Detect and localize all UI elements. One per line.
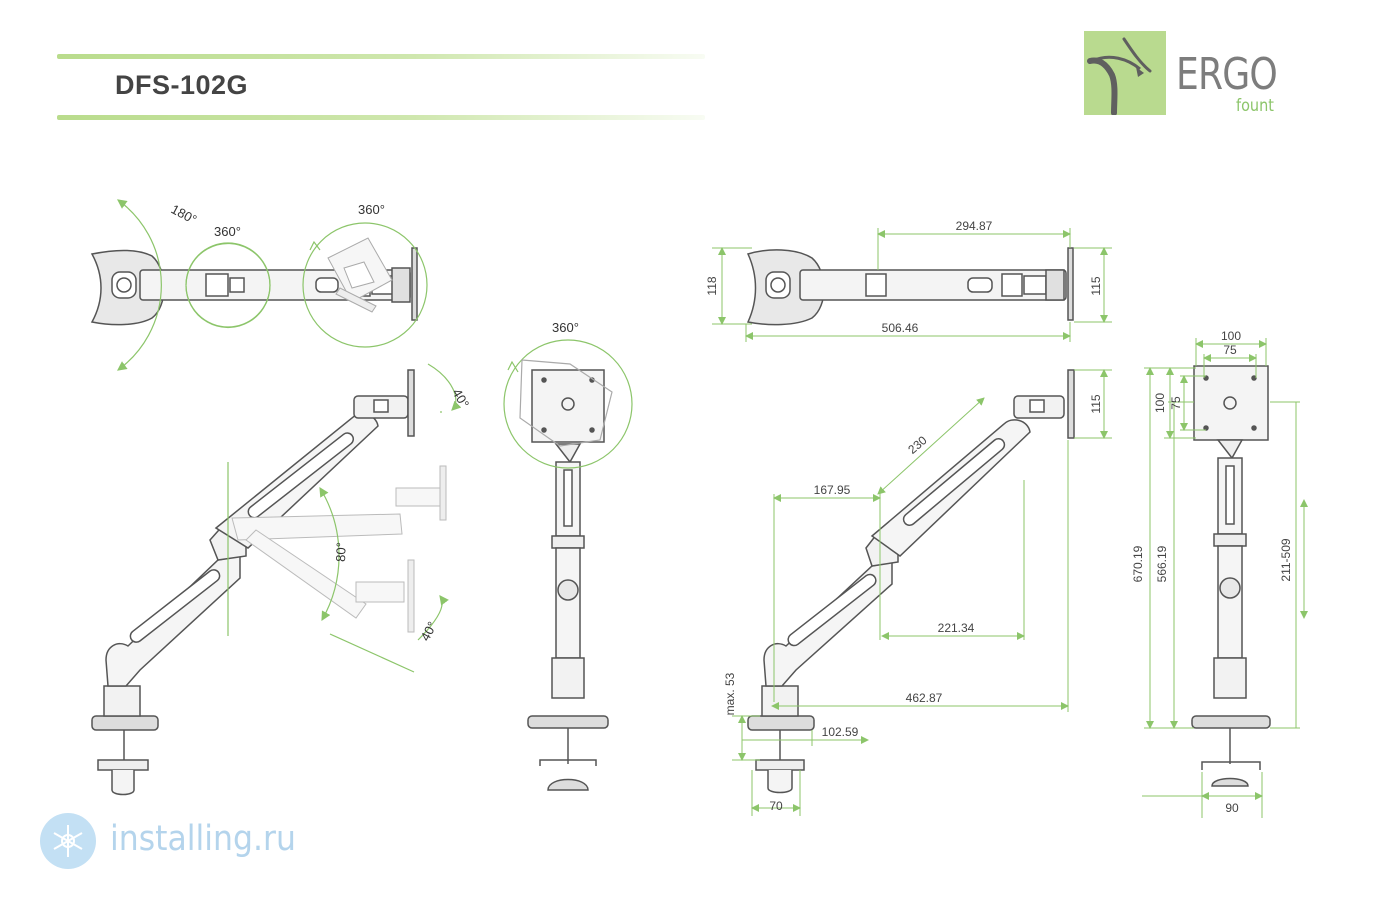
top-view-dimension-lines (712, 228, 1112, 342)
logo-mark (1084, 31, 1166, 116)
dim-height-range: 211-509 (1279, 538, 1293, 581)
dim-vesa-outer: 100 (1221, 329, 1241, 343)
logo-swoosh-icon (1087, 37, 1152, 116)
dim-forearm-reach: 221.34 (938, 621, 975, 635)
dim-forearm-offset: 167.95 (814, 483, 851, 497)
gear-snowflake-icon (40, 813, 96, 869)
dim-base-height: 118 (705, 276, 719, 295)
side-view-dimension-lines (732, 369, 1112, 816)
front-view-dimensioned (1191, 365, 1271, 787)
label-joint-rotation: 360° (214, 224, 241, 239)
dim-arm-segment: 294.87 (956, 219, 993, 233)
dim-clamp-max: max. 53 (723, 672, 737, 715)
dim-vesa-inner: 75 (1223, 343, 1237, 357)
header-rule-bottom (57, 115, 705, 120)
header-rule-top (57, 54, 705, 59)
dim-vesa-outer-v: 100 (1153, 393, 1167, 413)
brand-logo: ERGO fount (1084, 31, 1284, 121)
side-view-dimensioned (747, 369, 1075, 794)
front-view-dimension-lines (1142, 338, 1308, 818)
label-vesa-rotation: 360° (552, 320, 579, 335)
dim-max-reach: 462.87 (906, 691, 943, 705)
watermark: installing.ru (22, 805, 317, 877)
label-head-rotation: 360° (358, 202, 385, 217)
watermark-text: installing.ru (110, 819, 296, 859)
dim-max-height: 670.19 (1131, 545, 1145, 582)
logo-sub: fount (1236, 96, 1274, 116)
dim-plate-height-top: 115 (1089, 276, 1103, 295)
side-view-motion-guides (227, 363, 462, 673)
dim-plate-height-side: 115 (1089, 394, 1103, 413)
dim-upper-arm: 230 (905, 433, 930, 457)
front-view-vesa (527, 369, 609, 791)
front-view-guides (503, 339, 633, 469)
label-lift-range: 80° (333, 542, 349, 562)
top-view-rotation (90, 237, 418, 326)
dim-clamp-width: 70 (769, 799, 783, 813)
label-arm-swing: 180° (169, 201, 200, 227)
label-tilt-lower: 40° (417, 619, 439, 643)
model-title: DFS-102G (115, 70, 249, 100)
top-view-rotation-guides (117, 199, 428, 371)
dim-base-offset: 102.59 (822, 725, 859, 739)
logo-word: ERGO (1176, 49, 1278, 100)
top-view-dimensioned (746, 247, 1074, 326)
dim-mid-height: 566.19 (1155, 545, 1169, 582)
dim-clamp-depth: 90 (1225, 801, 1239, 815)
dim-total-reach: 506.46 (882, 321, 919, 335)
side-view-motion (91, 369, 447, 796)
dim-vesa-inner-v: 75 (1169, 396, 1183, 410)
